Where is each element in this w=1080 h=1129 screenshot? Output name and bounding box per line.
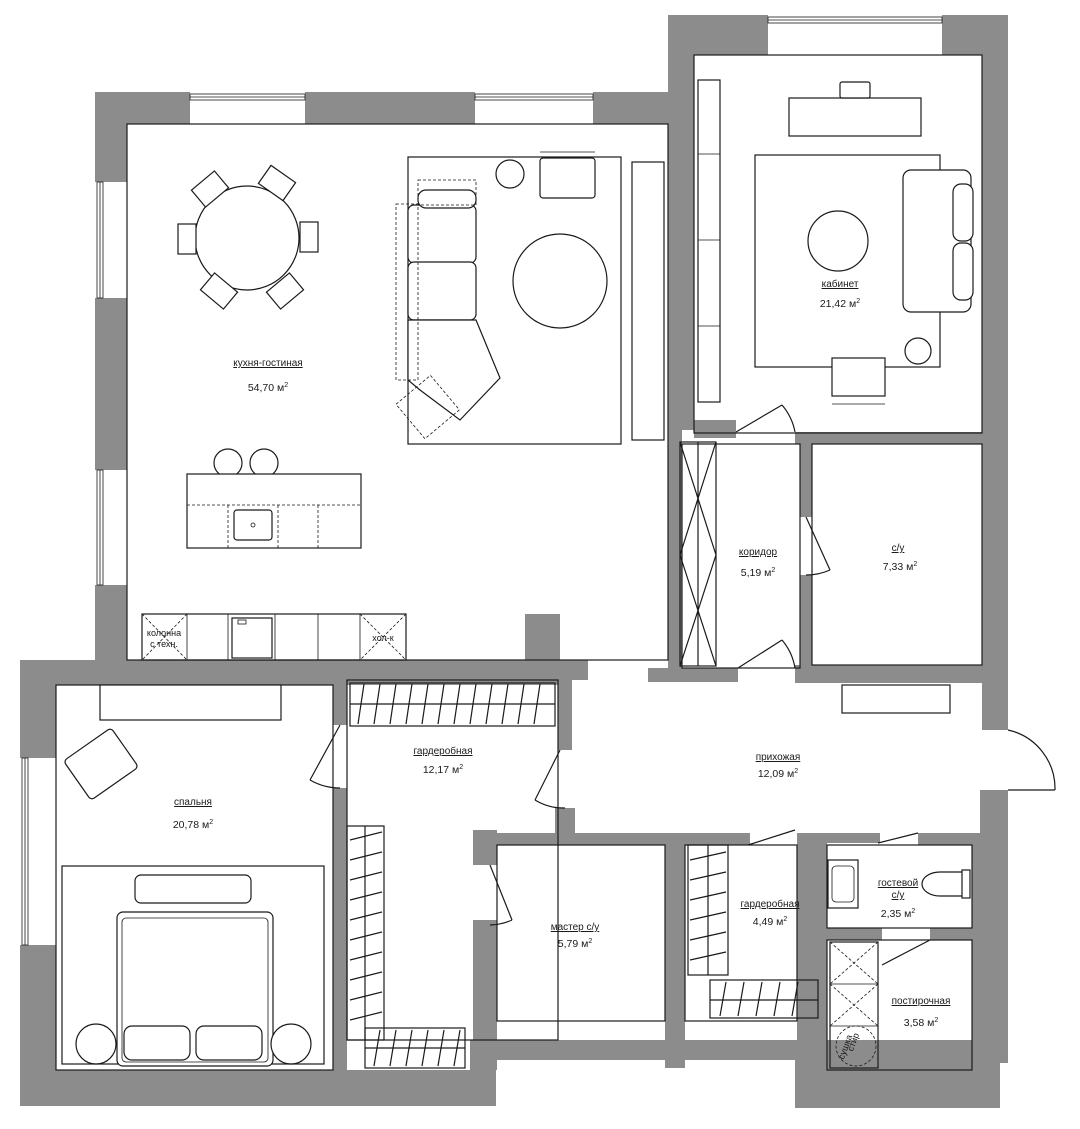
kitchen-cabinets-group <box>141 613 407 661</box>
guest-bath-name-1: гостевой <box>878 878 918 889</box>
bedroom-furniture-group <box>61 684 325 1067</box>
fridge-label: хол-к <box>372 633 393 643</box>
laundry-units <box>829 941 879 1069</box>
windows <box>21 16 943 946</box>
office-name: кабинет <box>822 278 859 290</box>
bathroom-area: 7,33 м2 <box>883 561 918 573</box>
corridor-name: коридор <box>739 547 778 558</box>
office-furniture-group <box>697 79 974 405</box>
dining-table-group <box>177 164 319 310</box>
kitchen-area: 54,70 м2 <box>248 382 288 394</box>
master-bath-area: 5,79 м2 <box>558 938 593 950</box>
bedroom-area: 20,78 м2 <box>173 819 213 831</box>
corridor-area: 5,19 м2 <box>741 567 776 579</box>
laundry-area: 3,58 м2 <box>904 1017 939 1029</box>
walls <box>20 15 1008 1108</box>
laundry-name: постирочная <box>892 996 951 1007</box>
hallway-name: прихожая <box>756 752 801 763</box>
wardrobe-small-area: 4,49 м2 <box>753 916 788 928</box>
hallway-shelf <box>841 684 951 714</box>
small-wardrobe-rails <box>687 844 819 1019</box>
bedroom-name: спальня <box>174 797 212 808</box>
boiler-label-1: колонна <box>147 628 181 638</box>
main-wardrobe-rails <box>346 682 556 1069</box>
doors <box>309 404 1056 966</box>
kitchen-island-group <box>186 448 362 549</box>
boiler-label-2: с техн. <box>150 639 178 649</box>
corridor-closet <box>679 441 717 667</box>
room-lines <box>55 54 983 1071</box>
wardrobe-small-name: гардеробная <box>740 898 799 910</box>
bathroom-name: с/у <box>892 543 905 554</box>
living-area-group <box>395 151 665 445</box>
office-area: 21,42 м2 <box>820 298 860 310</box>
kitchen-name: кухня-гостиная <box>233 358 302 369</box>
room-labels: кухня-гостиная 54,70 м2 кабинет 21,42 м2… <box>173 278 951 1029</box>
master-bath-name: мастер с/у <box>551 922 600 933</box>
guest-bath-name-2: с/у <box>892 890 905 901</box>
guest-bath-fixtures <box>827 859 971 909</box>
wardrobe-main-area: 12,17 м2 <box>423 764 463 776</box>
guest-bath-area: 2,35 м2 <box>881 908 916 920</box>
hallway-area: 12,09 м2 <box>758 768 798 780</box>
wardrobe-main-name: гардеробная <box>413 745 472 757</box>
